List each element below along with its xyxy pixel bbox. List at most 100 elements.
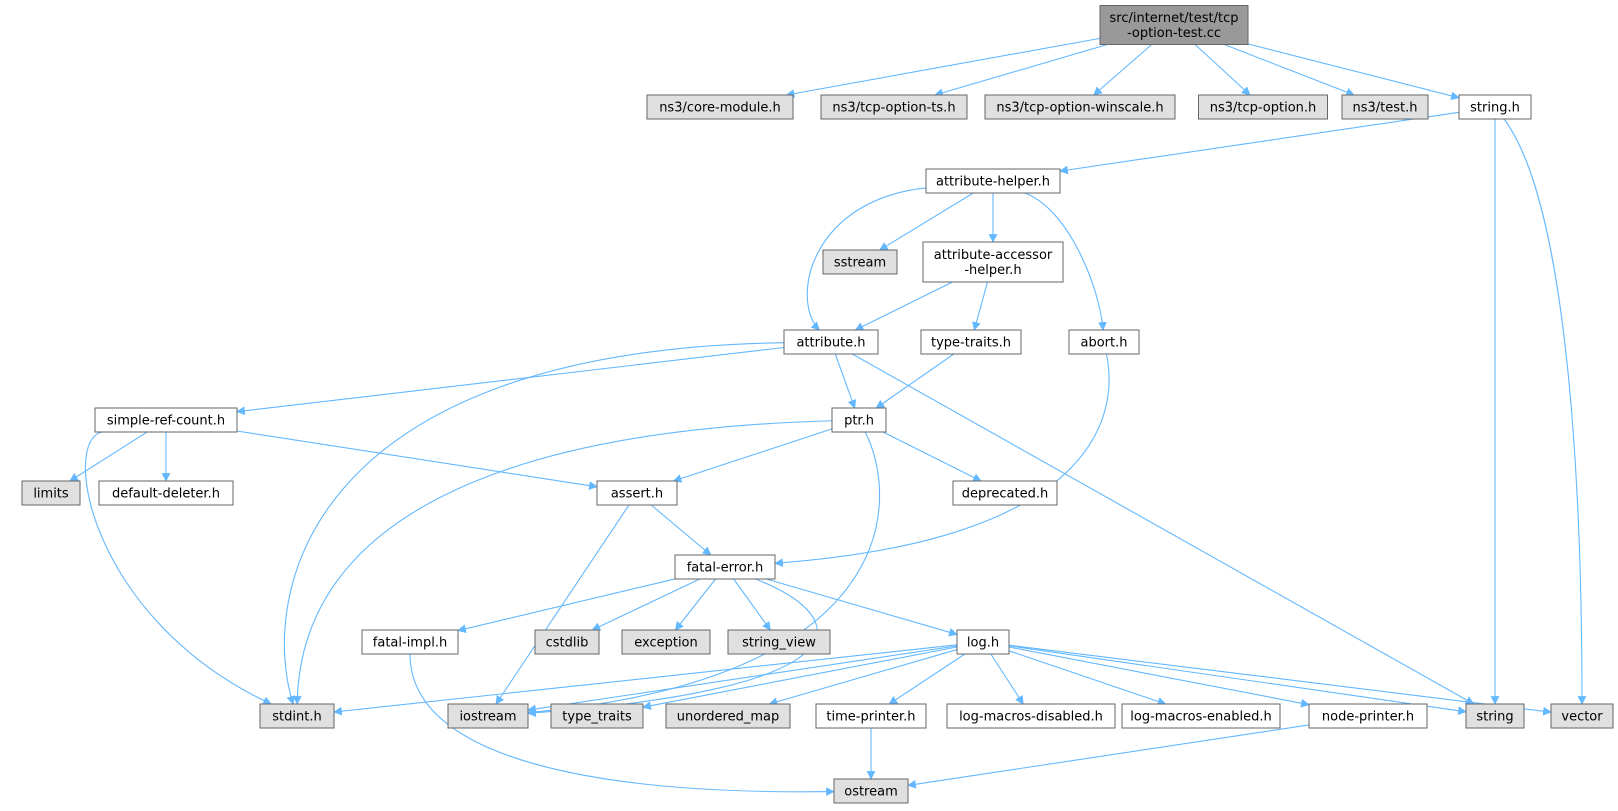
node-attribute-helper[interactable]: attribute-helper.h [925, 168, 1061, 194]
node-label: node-printer.h [1322, 710, 1414, 725]
node-ns3-test: ns3/test.h [1341, 94, 1429, 120]
node-assert-h[interactable]: assert.h [596, 480, 678, 506]
node-box [665, 703, 791, 729]
node-box [94, 407, 238, 433]
node-log-macros-disabled[interactable]: log-macros-disabled.h [946, 703, 1116, 729]
node-label: -option-test.cc [1127, 26, 1221, 41]
node-box [1308, 703, 1428, 729]
node-label: stdint.h [272, 710, 321, 725]
edge-attribute-helper-to-attribute-h [806, 187, 927, 331]
node-box [534, 629, 600, 655]
node-box [1458, 94, 1532, 120]
node-label: sstream [834, 256, 886, 271]
edge-simple-ref-count-to-assert-h [236, 430, 598, 490]
node-label: string [1476, 710, 1513, 725]
node-box [1099, 5, 1249, 45]
node-box [674, 554, 776, 580]
node-label: type-traits.h [931, 336, 1011, 351]
node-label: ns3/core-module.h [659, 101, 781, 116]
edge-ptr-h-to-assert-h [672, 428, 833, 483]
edge-log-h-to-vector [1008, 644, 1552, 716]
node-default-deleter[interactable]: default-deleter.h [98, 480, 234, 506]
node-attribute-accessor-helper[interactable]: attribute-accessor-helper.h [922, 241, 1064, 283]
node-box [98, 480, 234, 506]
node-layer: src/internet/test/tcp-option-test.cc ns3/… [21, 5, 1614, 804]
node-log-macros-enabled[interactable]: log-macros-enabled.h [1121, 703, 1281, 729]
edge-fatal-error-to-exception [674, 578, 716, 631]
node-type-traits: type_traits [550, 703, 644, 729]
node-fatal-impl[interactable]: fatal-impl.h [361, 629, 459, 655]
node-box [1198, 94, 1328, 120]
node-node-printer[interactable]: node-printer.h [1308, 703, 1428, 729]
node-box [727, 629, 831, 655]
edge-root-to-tcp-option [1194, 44, 1251, 96]
edge-root-to-tcp-option-winscale [1093, 44, 1153, 96]
node-label: -helper.h [964, 263, 1021, 278]
node-box [21, 480, 81, 506]
edge-log-h-to-unordered-map [768, 649, 958, 707]
node-label: fatal-error.h [687, 561, 764, 576]
node-box [925, 168, 1061, 194]
edge-attribute-accessor-helper-to-attribute-h [854, 281, 953, 331]
node-box [447, 703, 529, 729]
edge-log-h-to-log-macros-disabled [990, 653, 1024, 705]
node-label: time-printer.h [826, 710, 915, 725]
node-log-h[interactable]: log.h [956, 629, 1010, 655]
node-exception: exception [621, 629, 711, 655]
node-unordered-map: unordered_map [665, 703, 791, 729]
node-label: ptr.h [844, 414, 874, 429]
edge-log-h-to-stdint-h [333, 644, 958, 716]
node-time-printer[interactable]: time-printer.h [815, 703, 927, 729]
node-box [783, 329, 879, 355]
node-abort-h[interactable]: abort.h [1068, 329, 1140, 355]
edge-fatal-error-to-fatal-impl [457, 578, 676, 634]
edge-ptr-h-to-iostream [527, 431, 881, 717]
edge-attribute-h-to-string [852, 353, 1475, 705]
node-ostream: ostream [833, 778, 909, 804]
edge-root-to-tcp-option-ts [934, 43, 1108, 97]
node-label: vector [1561, 710, 1603, 725]
node-label: log-macros-enabled.h [1130, 710, 1271, 725]
node-box [922, 241, 1064, 283]
node-attribute-h[interactable]: attribute.h [783, 329, 879, 355]
edge-attribute-h-to-ptr-h [834, 353, 857, 409]
node-box [815, 703, 927, 729]
node-label: attribute-helper.h [936, 175, 1050, 190]
edge-attribute-h-to-simple-ref-count [236, 346, 785, 416]
node-label: ns3/tcp-option-ts.h [832, 101, 955, 116]
node-box [831, 407, 887, 433]
node-ptr-h[interactable]: ptr.h [831, 407, 887, 433]
node-box [646, 94, 794, 120]
edge-attribute-accessor-helper-to-type-traits-h [972, 281, 989, 331]
node-label: log-macros-disabled.h [959, 710, 1103, 725]
node-string-h[interactable]: string.h [1458, 94, 1532, 120]
node-simple-ref-count[interactable]: simple-ref-count.h [94, 407, 238, 433]
node-sstream: sstream [822, 249, 898, 275]
edge-attribute-helper-to-sstream [878, 192, 974, 251]
edge-fatal-impl-to-ostream [409, 653, 835, 797]
node-limits: limits [21, 480, 81, 506]
node-box [1068, 329, 1140, 355]
node-label: attribute-accessor [934, 248, 1053, 263]
node-root: src/internet/test/tcp-option-test.cc [1099, 5, 1249, 45]
node-label: log.h [967, 636, 999, 651]
node-fatal-error[interactable]: fatal-error.h [674, 554, 776, 580]
edge-log-h-to-node-printer [1008, 646, 1310, 708]
node-label: simple-ref-count.h [107, 414, 225, 429]
edge-string-h-to-attribute-helper [1059, 111, 1460, 175]
node-deprecated-h[interactable]: deprecated.h [952, 480, 1058, 506]
node-label: deprecated.h [962, 487, 1048, 502]
edge-simple-ref-count-to-limits [69, 431, 148, 482]
node-cstdlib: cstdlib [534, 629, 600, 655]
node-box [1121, 703, 1281, 729]
node-label: type_traits [562, 710, 632, 725]
node-box [550, 703, 644, 729]
edge-fatal-error-to-cstdlib [591, 578, 700, 631]
edge-log-h-to-iostream [527, 645, 958, 714]
node-tcp-option-winscale: ns3/tcp-option-winscale.h [984, 94, 1176, 120]
node-label: ns3/test.h [1353, 101, 1418, 116]
edge-type-traits-h-to-ptr-h [875, 353, 955, 409]
node-label: exception [634, 636, 698, 651]
node-type-traits-h[interactable]: type-traits.h [920, 329, 1022, 355]
